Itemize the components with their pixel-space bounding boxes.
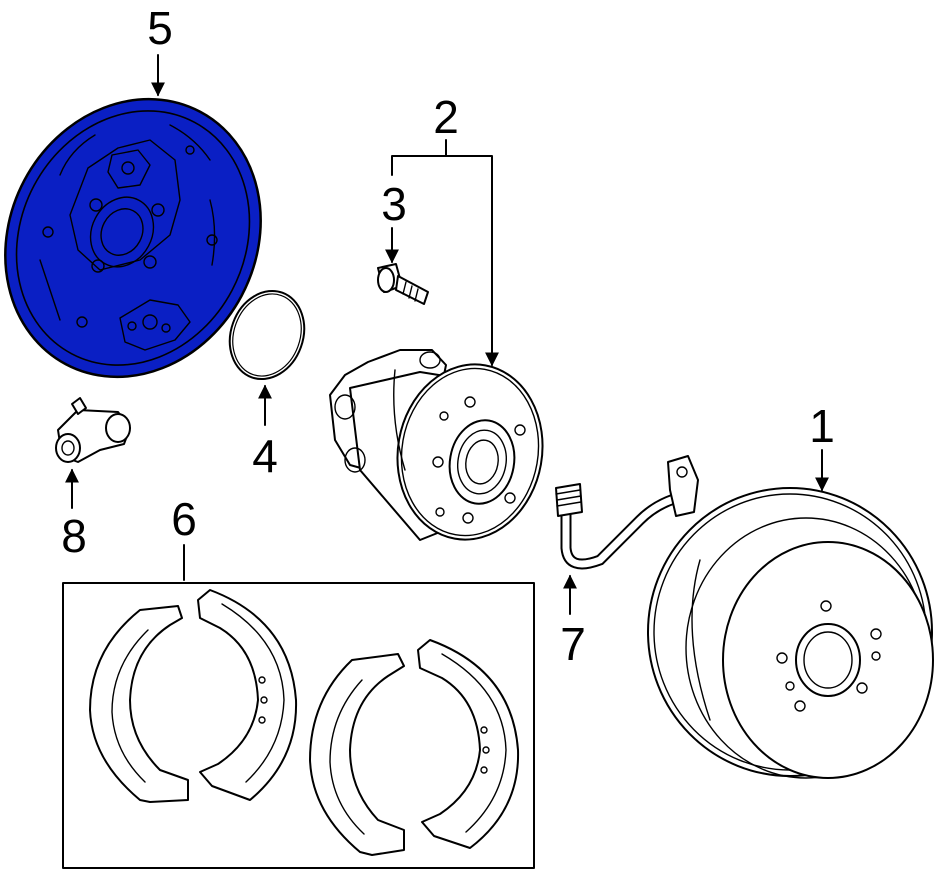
callout-3: 3 xyxy=(381,178,407,230)
brake-drum[interactable] xyxy=(647,487,934,779)
backing-plate[interactable] xyxy=(0,54,309,422)
brake-shoe-set[interactable] xyxy=(62,582,535,869)
callout-4: 4 xyxy=(252,430,278,482)
brake-shoe-left-a[interactable] xyxy=(89,605,189,803)
leader-bracket-2 xyxy=(391,139,447,176)
wheel-cylinder[interactable] xyxy=(55,397,131,463)
callout-1: 1 xyxy=(809,400,835,452)
brake-shoe-right-a[interactable] xyxy=(309,653,405,856)
callout-8: 8 xyxy=(61,510,87,562)
brake-shoe-left-b[interactable] xyxy=(197,589,298,801)
hub-bearing-assembly[interactable] xyxy=(329,349,556,551)
callout-7: 7 xyxy=(560,618,586,670)
o-ring[interactable] xyxy=(218,280,316,389)
callout-6: 6 xyxy=(171,493,197,545)
hub-bolt[interactable] xyxy=(377,263,429,305)
leader-line-2 xyxy=(445,155,499,367)
brake-shoe-right-b[interactable] xyxy=(417,639,520,849)
brake-line[interactable] xyxy=(555,455,699,570)
callout-5: 5 xyxy=(147,2,173,54)
callout-2: 2 xyxy=(433,91,459,143)
shoe-set-box xyxy=(62,582,535,869)
